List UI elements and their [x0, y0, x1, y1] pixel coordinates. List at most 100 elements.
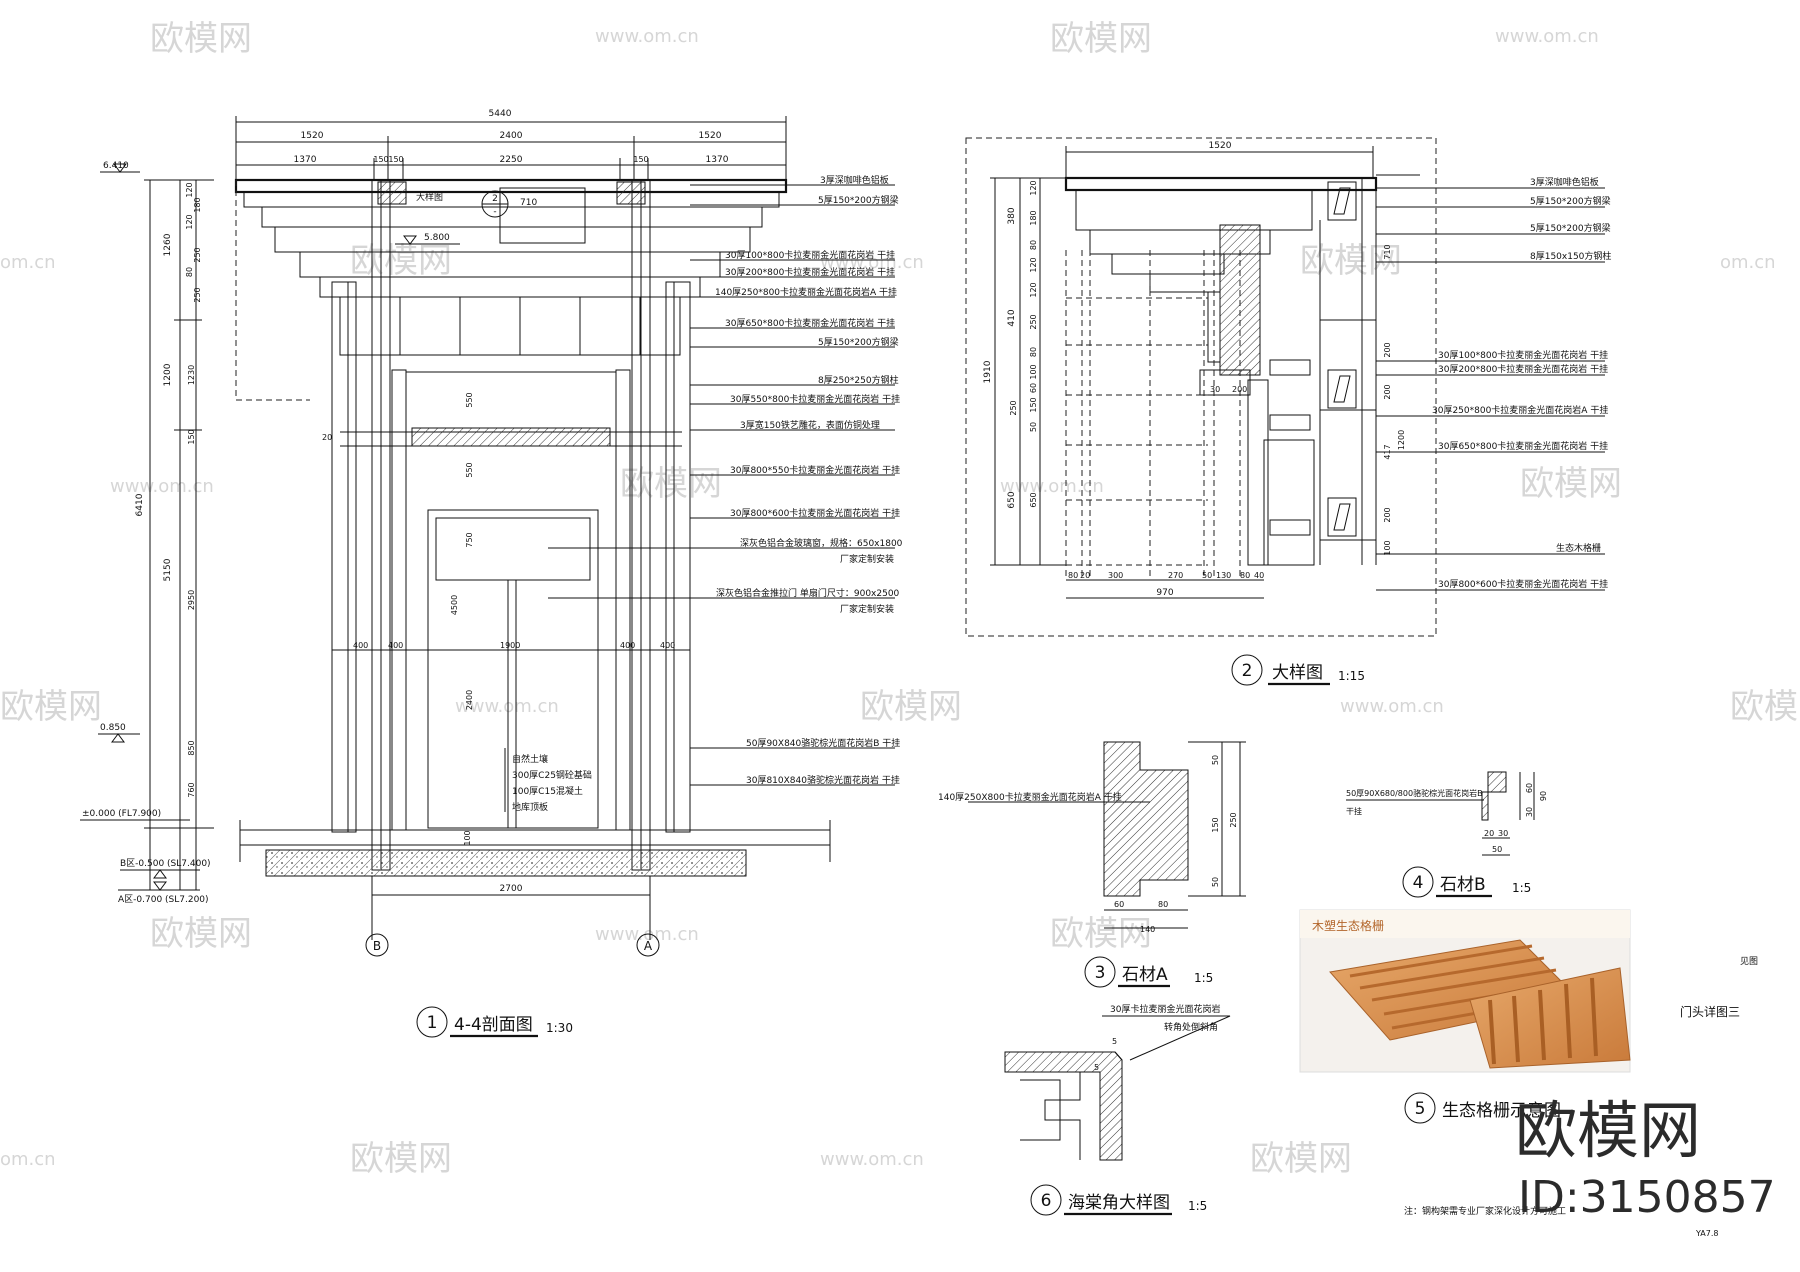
detail2-dim: 380 — [1007, 207, 1017, 224]
detail2-dim-inner: 250 — [1009, 400, 1018, 415]
detail4-callout2: 干挂 — [1346, 806, 1362, 816]
callout: 30厚800*550卡拉麦丽金光面花岗岩 干挂 — [730, 464, 900, 476]
callout: 深灰色铝合金玻璃窗，规格：650x1800 — [740, 537, 903, 549]
detail2-dim-inner: 180 — [1029, 210, 1038, 225]
callout: 5厚150*200方钢梁 — [818, 336, 899, 348]
dim-1900: 1900 — [500, 641, 520, 650]
detail2-title-no: 2 — [1242, 661, 1253, 681]
dim-inner: 2950 — [187, 590, 196, 610]
watermark-brand: 欧模网 — [1250, 1139, 1352, 1179]
detail2-callout: 生态木格栅 — [1556, 542, 1601, 554]
detail2-dashed-grid — [1065, 250, 1241, 580]
detail2-title: 大样图 — [1272, 663, 1323, 683]
elevation-mid: 0.850 — [100, 723, 126, 733]
sheet-number: YA7.8 — [1695, 1229, 1718, 1238]
brand-overlay: 欧模网 ID:3150857 — [1515, 1094, 1776, 1223]
note: 注：钢构架需专业厂家深化设计方可施工 — [1404, 1205, 1566, 1217]
callout: 50厚90X840骆驼棕光面花岗岩B 干挂 — [746, 737, 900, 749]
see-label: 见图 — [1740, 956, 1758, 967]
detail2-dim-inner: 80 — [1029, 240, 1038, 250]
watermark-brand: 欧模网 — [150, 914, 252, 954]
dim-400a: 400 — [353, 641, 368, 650]
dim-550a: 550 — [465, 462, 474, 477]
detail2-bottom-dim: 20 — [1080, 571, 1090, 580]
dim-e: 150 — [633, 155, 648, 164]
detail5-title-no: 5 — [1415, 1099, 1426, 1119]
dim-f: 1370 — [706, 155, 729, 165]
detail6-callout: 30厚卡拉麦丽金光面花岗岩 — [1110, 1003, 1220, 1015]
detail2-callout: 3厚深咖啡色铝板 — [1530, 176, 1599, 188]
detail3-dim: 250 — [1229, 812, 1238, 827]
dim-b: 150 — [373, 155, 388, 164]
detail4-title-no: 4 — [1413, 873, 1424, 893]
detail4-scale: 1:5 — [1512, 881, 1531, 895]
watermark-url: www.om.cn — [1340, 696, 1444, 717]
detail2-bottom-dim: 50 — [1202, 571, 1212, 580]
detail-reference: 大样图 2 - — [416, 190, 509, 218]
ground-note: 地库顶板 — [512, 801, 548, 813]
detail2-right-dim: 1200 — [1397, 430, 1406, 450]
dim-1200: 1200 — [163, 363, 173, 386]
detail2-callout: 30厚100*800卡拉麦丽金光面花岗岩 干挂 — [1438, 349, 1608, 361]
detail2-callout: 8厚150x150方钢柱 — [1530, 250, 1611, 262]
watermark-brand: 欧模网 — [860, 687, 962, 727]
dim-inner: 760 — [187, 782, 196, 797]
columns — [331, 179, 691, 871]
elevation-inner: 5.800 — [424, 233, 450, 243]
callout: 厂家定制安装 — [840, 553, 894, 565]
title-scale: 1:30 — [546, 1021, 573, 1035]
dim-550b: 550 — [465, 392, 474, 407]
detail-2: 1520 380 410 1910 650 120 180 80 120 120… — [965, 137, 1611, 686]
detail2-dim-inner: 150 — [1029, 397, 1038, 412]
callout: 5厚150*200方钢梁 — [818, 194, 899, 206]
dim-inner: 150 — [187, 429, 196, 444]
detail2-right-dim: 200 — [1383, 507, 1392, 522]
watermark-brand: 欧模网 — [1050, 914, 1152, 954]
detail2-callout: 30厚650*800卡拉麦丽金光面花岗岩 干挂 — [1438, 440, 1608, 452]
detail6-callout2: 转角处倒斜角 — [1164, 1021, 1218, 1033]
detail2-small-b: 200 — [1232, 385, 1247, 394]
callout: 3厚宽150铁艺雕花，表面仿铜处理 — [740, 419, 880, 431]
callout: 8厚250*250方钢柱 — [818, 374, 899, 386]
watermark-url: www.om.cn — [455, 696, 559, 717]
watermark-brand: 欧模网 — [1520, 464, 1622, 504]
ground-notes: 自然土壤 300厚C25钢砼基础 100厚C15混凝土 地库顶板 — [504, 748, 592, 813]
callout: 30厚800*600卡拉麦丽金光面花岗岩 干挂 — [730, 507, 900, 519]
door-detail-title: 门头详图三 — [1680, 1004, 1740, 1019]
axis-left: B — [373, 939, 381, 953]
dim-4500: 4500 — [450, 595, 459, 615]
grille-photo — [1329, 939, 1631, 1069]
detail4-bottom-dim: 20 — [1484, 829, 1494, 838]
detail2-dim-inner: 120 — [1029, 282, 1038, 297]
detail3-dim: 150 — [1211, 817, 1220, 832]
dim-inner: 1230 — [187, 365, 196, 385]
title-no: 1 — [427, 1013, 438, 1033]
watermark-brand: 欧模网 — [620, 464, 722, 504]
dim-left: 1520 — [301, 131, 324, 141]
detail-5: 木塑生态格栅 5 生态格栅示意图 — [1299, 909, 1631, 1124]
detail-ref-no: 2 — [492, 194, 498, 204]
detail-3: 140厚250X800卡拉麦丽金光面花岗岩A 干挂 50 150 250 50 … — [938, 741, 1246, 988]
side-notes: 见图 门头详图三 注：钢构架需专业厂家深化设计方可施工 YA7.8 — [1404, 956, 1758, 1238]
detail5-title: 生态格栅示意图 — [1442, 1101, 1561, 1121]
watermark-url: www.om.cn — [1000, 476, 1104, 497]
brand-id: ID:3150857 — [1518, 1172, 1776, 1223]
detail2-dim-inner: 250 — [1029, 314, 1038, 329]
detail2-dim: 1910 — [983, 360, 993, 383]
axis-right: A — [644, 939, 653, 953]
elevation-a-zone: A区-0.700 (SL7.200) — [118, 894, 209, 905]
detail2-callout: 5厚150*200方钢梁 — [1530, 222, 1611, 234]
callouts-section: 3厚深咖啡色铝板 5厚150*200方钢梁 30厚100*800卡拉麦丽金光面花… — [548, 174, 903, 786]
detail3-dim: 50 — [1211, 755, 1220, 765]
detail2-small-a: 30 — [1210, 385, 1220, 394]
detail2-right-dim: 710 — [1383, 244, 1392, 259]
dim-6410: 6410 — [135, 493, 145, 516]
detail2-bottom-dim: 80 — [1240, 571, 1250, 580]
title: 4-4剖面图 — [454, 1015, 533, 1035]
watermark-brand: 欧模网 — [1300, 241, 1402, 281]
dim-5150: 5150 — [163, 558, 173, 581]
callout: 30厚650*800卡拉麦丽金光面花岗岩 干挂 — [725, 317, 895, 329]
watermark-url: www.om.cn — [820, 1149, 924, 1170]
canopy: 710 — [234, 178, 788, 401]
detail2-dim-inner: 120 — [1029, 180, 1038, 195]
